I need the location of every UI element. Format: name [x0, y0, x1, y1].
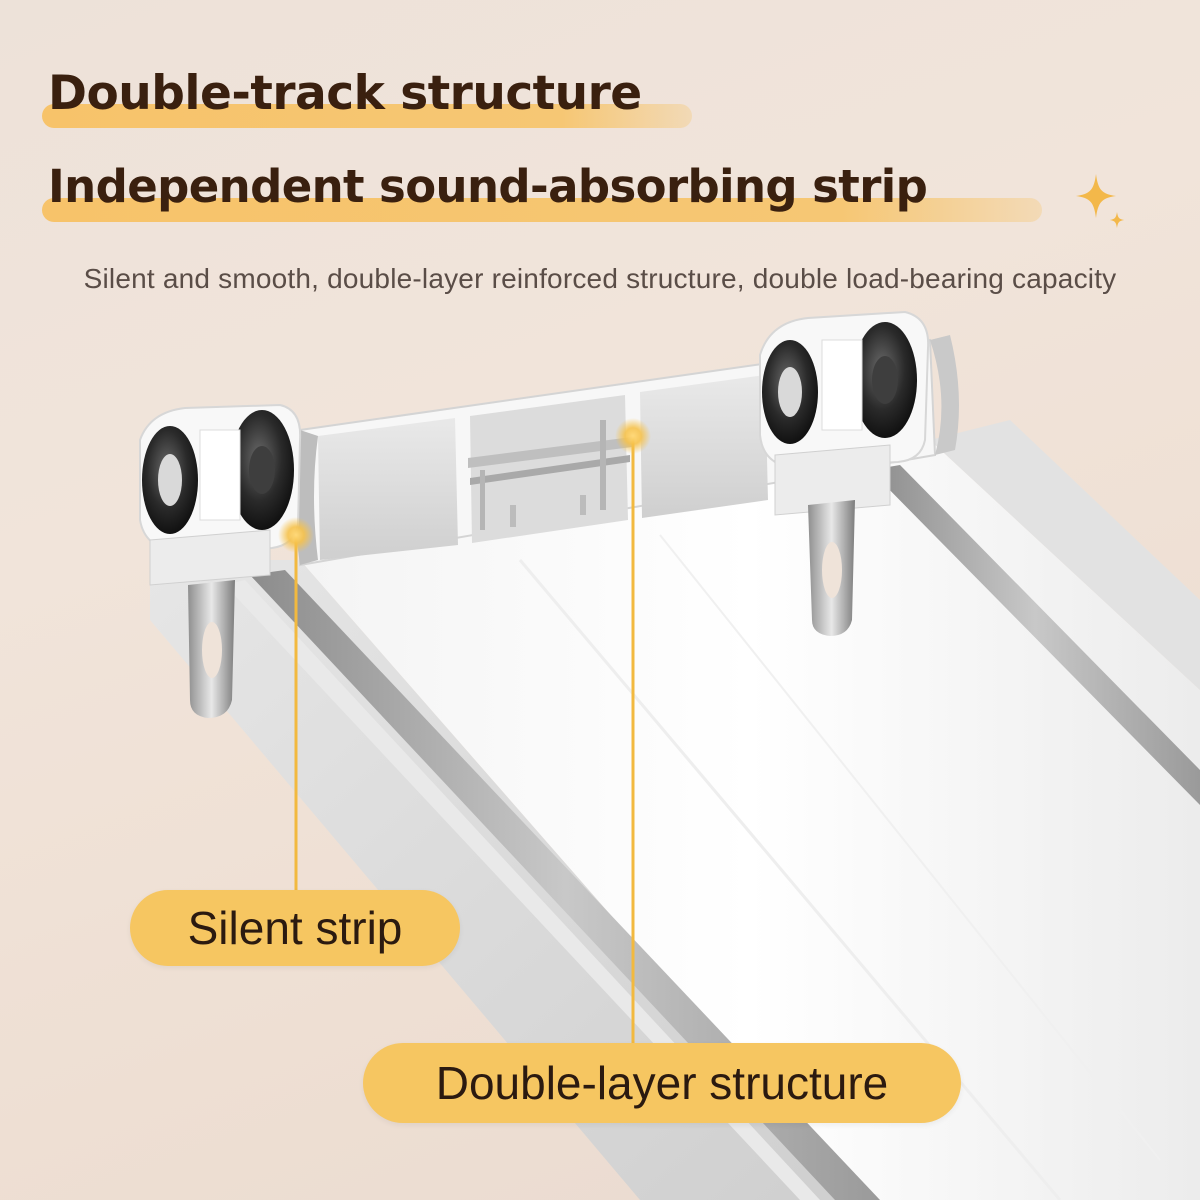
- left-runner: [139, 403, 302, 718]
- sparkle-icon: [1076, 174, 1124, 228]
- glow-dot-icon: [615, 418, 651, 454]
- headline-highlight-2: [42, 198, 1042, 222]
- subtitle-description: Silent and smooth, double-layer reinforc…: [83, 263, 1117, 294]
- glow-dot-icon: [278, 517, 314, 553]
- callout-double-layer: Double-layer structure: [363, 1043, 961, 1123]
- right-runner: [759, 310, 930, 636]
- headline-double-track: Double-track structure: [48, 66, 642, 121]
- headline-highlight-1: [42, 104, 692, 128]
- headline-sound-absorbing: Independent sound-absorbing strip: [48, 160, 928, 213]
- callout-silent-strip: Silent strip: [130, 890, 460, 966]
